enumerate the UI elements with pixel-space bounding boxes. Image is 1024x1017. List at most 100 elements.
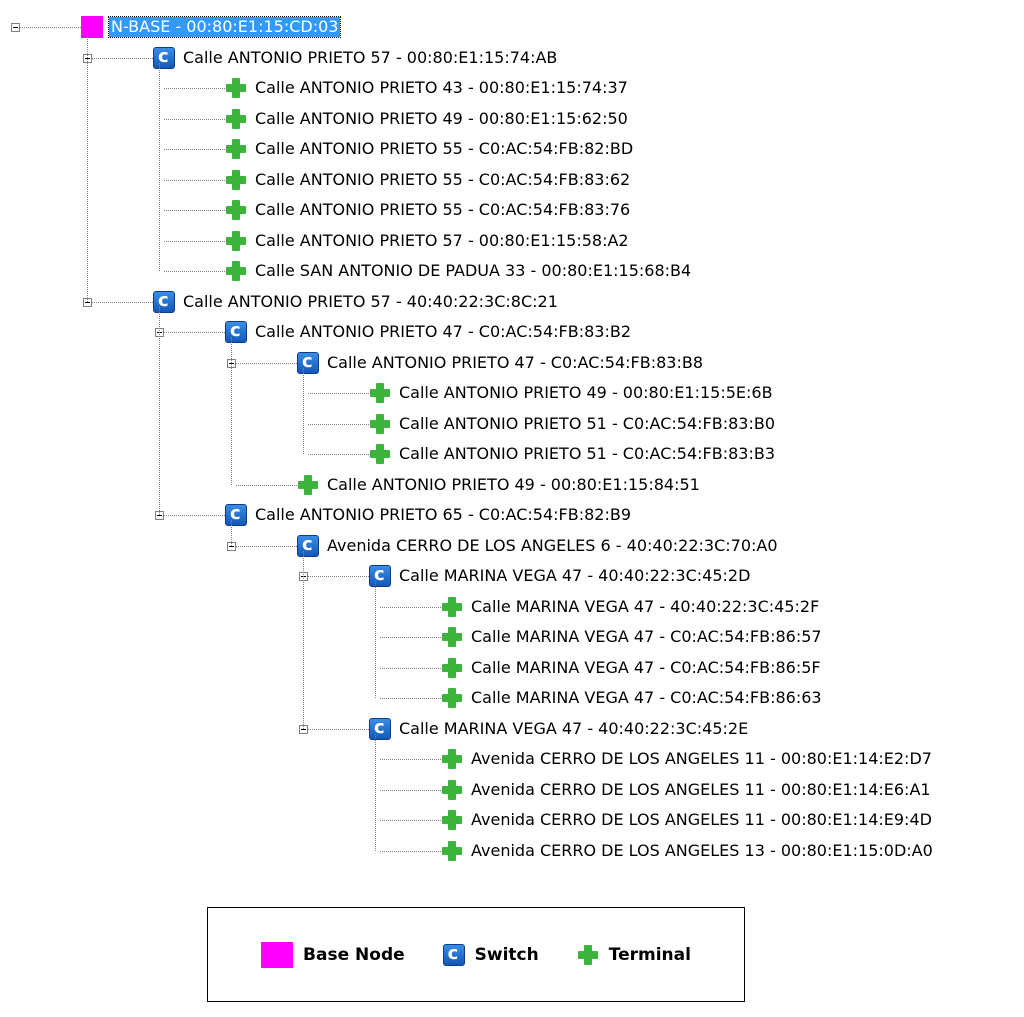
tree-connector	[87, 32, 88, 302]
tree-connector	[308, 454, 369, 455]
tree-node[interactable]: Calle ANTONIO PRIETO 55 - C0:AC:54:FB:83…	[225, 166, 632, 194]
tree-node[interactable]: Calle ANTONIO PRIETO 51 - C0:AC:54:FB:83…	[369, 410, 777, 438]
tree-node-label: N-BASE - 00:80:E1:15:CD:03	[107, 16, 342, 38]
tree-node[interactable]: Calle MARINA VEGA 47 - 40:40:22:3C:45:2E	[369, 715, 750, 743]
tree-connector	[92, 57, 153, 59]
tree-connector	[164, 179, 225, 181]
tree-connector	[236, 545, 297, 547]
tree-node[interactable]: Calle MARINA VEGA 47 - C0:AC:54:FB:86:57	[441, 623, 824, 651]
tree-connector	[164, 88, 225, 89]
terminal-icon	[441, 809, 463, 831]
tree-node[interactable]: Calle ANTONIO PRIETO 47 - C0:AC:54:FB:83…	[225, 318, 633, 346]
tree-connector	[380, 820, 441, 821]
tree-connector	[380, 637, 441, 638]
tree-connector	[231, 520, 232, 546]
tree-node[interactable]: Calle ANTONIO PRIETO 47 - C0:AC:54:FB:83…	[297, 349, 705, 377]
tree-connector	[380, 789, 441, 791]
tree-node-label: Avenida CERRO DE LOS ANGELES 13 - 00:80:…	[471, 840, 933, 860]
switch-icon	[153, 290, 175, 313]
tree-connector	[375, 581, 376, 698]
tree-node-label: Avenida CERRO DE LOS ANGELES 6 - 40:40:2…	[327, 535, 778, 555]
legend-label: Base Node	[303, 944, 405, 965]
collapse-toggle[interactable]	[11, 23, 20, 32]
tree-connector	[380, 698, 441, 699]
tree-node[interactable]: Calle ANTONIO PRIETO 51 - C0:AC:54:FB:83…	[369, 440, 777, 468]
terminal-icon	[369, 443, 391, 465]
terminal-icon	[441, 840, 463, 862]
tree-node-label: Calle ANTONIO PRIETO 55 - C0:AC:54:FB:83…	[255, 200, 631, 219]
tree-node[interactable]: Avenida CERRO DE LOS ANGELES 11 - 00:80:…	[441, 776, 933, 804]
tree-node[interactable]: Calle ANTONIO PRIETO 65 - C0:AC:54:FB:82…	[225, 501, 633, 529]
tree-connector	[236, 484, 297, 486]
base-node-icon	[261, 941, 294, 968]
tree-connector	[159, 306, 160, 515]
terminal-icon	[225, 199, 247, 221]
tree-connector	[164, 271, 225, 272]
tree-node[interactable]: Calle ANTONIO PRIETO 57 - 00:80:E1:15:74…	[153, 44, 559, 72]
tree-node[interactable]: Calle ANTONIO PRIETO 43 - 00:80:E1:15:74…	[225, 74, 630, 102]
tree-node-label: Avenida CERRO DE LOS ANGELES 11 - 00:80:…	[471, 749, 932, 768]
tree-node[interactable]: Calle MARINA VEGA 47 - C0:AC:54:FB:86:63	[441, 684, 824, 712]
tree-connector	[308, 728, 369, 730]
tree-connector	[164, 332, 225, 333]
tree-node[interactable]: Calle ANTONIO PRIETO 57 - 00:80:E1:15:58…	[225, 227, 631, 255]
tree-connector	[303, 550, 304, 729]
tree-node[interactable]: Calle MARINA VEGA 47 - 40:40:22:3C:45:2F	[441, 593, 821, 621]
legend-item-terminal: Terminal	[577, 944, 691, 966]
terminal-icon	[577, 944, 599, 966]
tree-node-label: Calle MARINA VEGA 47 - 40:40:22:3C:45:2D	[399, 566, 751, 585]
terminal-icon	[225, 260, 247, 282]
switch-icon	[369, 564, 391, 587]
tree-node-label: Calle ANTONIO PRIETO 51 - C0:AC:54:FB:83…	[399, 413, 775, 433]
tree-node[interactable]: Avenida CERRO DE LOS ANGELES 11 - 00:80:…	[441, 745, 934, 773]
tree-node-label: Avenida CERRO DE LOS ANGELES 11 - 00:80:…	[471, 810, 932, 829]
switch-icon	[297, 351, 319, 374]
tree-node-label: Calle ANTONIO PRIETO 55 - C0:AC:54:FB:83…	[255, 169, 631, 189]
tree-node-label: Calle MARINA VEGA 47 - 40:40:22:3C:45:2E	[399, 718, 749, 738]
tree-connector	[380, 759, 441, 760]
terminal-icon	[225, 230, 247, 252]
tree-node-label: Calle ANTONIO PRIETO 49 - 00:80:E1:15:5E…	[399, 383, 773, 402]
tree-node-label: Calle ANTONIO PRIETO 55 - C0:AC:54:FB:82…	[255, 139, 634, 158]
tree-connector	[303, 367, 304, 454]
tree-node[interactable]: Avenida CERRO DE LOS ANGELES 6 - 40:40:2…	[297, 532, 780, 560]
terminal-icon	[441, 779, 463, 801]
tree-node[interactable]: Calle SAN ANTONIO DE PADUA 33 - 00:80:E1…	[225, 257, 693, 285]
tree-connector	[375, 733, 376, 851]
tree-node[interactable]: Calle ANTONIO PRIETO 55 - C0:AC:54:FB:83…	[225, 196, 632, 224]
tree-node[interactable]: Calle MARINA VEGA 47 - 40:40:22:3C:45:2D	[369, 562, 752, 590]
tree-node[interactable]: Calle ANTONIO PRIETO 57 - 40:40:22:3C:8C…	[153, 288, 560, 316]
terminal-icon	[441, 687, 463, 709]
tree-connector	[236, 362, 297, 364]
tree-node-label: Calle MARINA VEGA 47 - 40:40:22:3C:45:2F	[471, 596, 820, 616]
tree-connector	[164, 149, 225, 150]
tree-node[interactable]: Calle ANTONIO PRIETO 55 - C0:AC:54:FB:82…	[225, 135, 635, 163]
tree-node[interactable]: Avenida CERRO DE LOS ANGELES 11 - 00:80:…	[441, 806, 934, 834]
tree-node-label: Calle ANTONIO PRIETO 47 - C0:AC:54:FB:83…	[327, 352, 703, 372]
switch-icon	[442, 943, 465, 966]
tree-node[interactable]: Calle ANTONIO PRIETO 49 - 00:80:E1:15:62…	[225, 105, 630, 133]
tree-connector	[308, 576, 369, 577]
device-tree: N-BASE - 00:80:E1:15:CD:03Calle ANTONIO …	[0, 0, 1024, 880]
switch-icon	[369, 717, 391, 740]
base-node-icon	[81, 16, 103, 38]
tree-node[interactable]: N-BASE - 00:80:E1:15:CD:03	[81, 13, 342, 41]
tree-node-label: Avenida CERRO DE LOS ANGELES 11 - 00:80:…	[471, 779, 931, 799]
tree-node[interactable]: Calle MARINA VEGA 47 - C0:AC:54:FB:86:5F	[441, 654, 823, 682]
tree-connector	[380, 667, 441, 669]
tree-node-label: Calle SAN ANTONIO DE PADUA 33 - 00:80:E1…	[255, 261, 692, 280]
tree-node[interactable]: Avenida CERRO DE LOS ANGELES 13 - 00:80:…	[441, 837, 935, 865]
terminal-icon	[441, 657, 463, 679]
tree-connector	[164, 210, 225, 211]
tree-connector	[92, 301, 153, 303]
tree-node-label: Calle MARINA VEGA 47 - C0:AC:54:FB:86:63	[471, 688, 822, 707]
terminal-icon	[225, 77, 247, 99]
terminal-icon	[369, 382, 391, 404]
tree-node-label: Calle ANTONIO PRIETO 57 - 40:40:22:3C:8C…	[183, 291, 558, 311]
switch-icon	[225, 320, 247, 343]
tree-connector	[308, 393, 369, 394]
tree-node[interactable]: Calle ANTONIO PRIETO 49 - 00:80:E1:15:5E…	[369, 379, 775, 407]
legend: Base Node Switch Terminal	[207, 907, 745, 1002]
switch-icon	[225, 503, 247, 526]
tree-node[interactable]: Calle ANTONIO PRIETO 49 - 00:80:E1:15:84…	[297, 471, 702, 499]
